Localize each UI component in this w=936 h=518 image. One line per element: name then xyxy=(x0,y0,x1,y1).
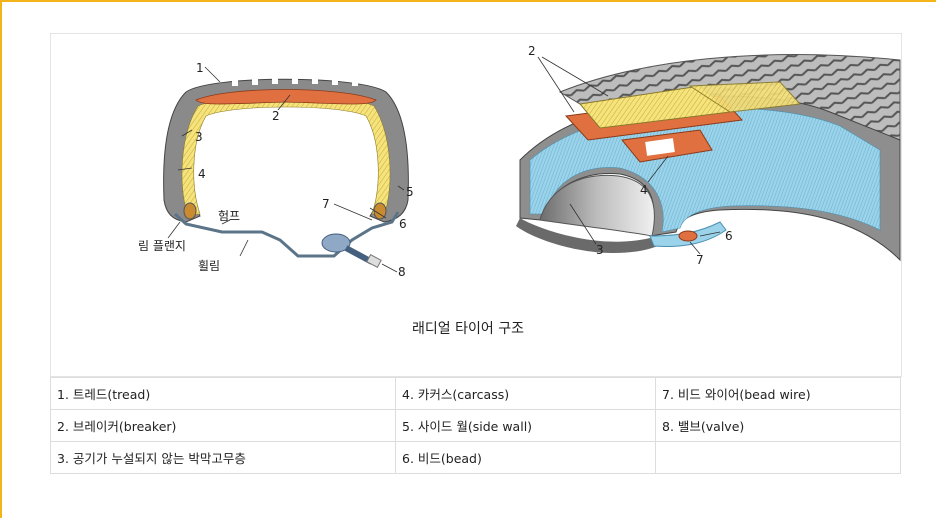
label-wheel-rim: 휠림 xyxy=(198,259,220,273)
table-row: 1. 트레드(tread) 4. 카커스(carcass) 7. 비드 와이어(… xyxy=(50,377,901,410)
legend-cell: 7. 비드 와이어(bead wire) xyxy=(655,377,901,410)
diagram-caption: 래디얼 타이어 구조 xyxy=(412,321,524,337)
tire-cutaway: 2 3 4 6 7 xyxy=(516,44,901,267)
legend-cell: 3. 공기가 누설되지 않는 박막고무층 xyxy=(50,441,396,474)
tread-grooves xyxy=(232,76,358,86)
cutaway-callout-7: 7 xyxy=(696,253,704,267)
callout-3: 3 xyxy=(195,130,203,144)
breaker-layer xyxy=(195,89,377,105)
callout-1: 1 xyxy=(196,61,204,75)
callout-4: 4 xyxy=(198,167,206,181)
valve xyxy=(321,233,382,269)
legend-cell: 6. 비드(bead) xyxy=(395,441,656,474)
wheel-rim xyxy=(173,211,400,258)
table-row: 3. 공기가 누설되지 않는 박막고무층 6. 비드(bead) xyxy=(50,441,901,474)
legend-cell: 4. 카커스(carcass) xyxy=(395,377,656,410)
callout-2: 2 xyxy=(272,109,280,123)
label-hump: 험프 xyxy=(218,209,240,223)
legend-cell: 8. 밸브(valve) xyxy=(655,409,901,442)
callout-7: 7 xyxy=(322,197,330,211)
cutaway-callout-2: 2 xyxy=(528,44,536,58)
cutaway-callout-6: 6 xyxy=(725,229,733,243)
cutaway-bead xyxy=(678,230,698,242)
legend-cell: 5. 사이드 월(side wall) xyxy=(395,409,656,442)
bead-left xyxy=(183,202,197,220)
cutaway-callout-4: 4 xyxy=(640,183,648,197)
tire-cross-section: 1 2 3 4 5 6 7 8 험프 림 플랜지 휠림 xyxy=(138,61,414,279)
legend-cell xyxy=(655,441,901,474)
legend-table: 1. 트레드(tread) 4. 카커스(carcass) 7. 비드 와이어(… xyxy=(50,377,901,474)
cutaway-inner-liner xyxy=(539,174,655,237)
table-row: 2. 브레이커(breaker) 5. 사이드 월(side wall) 8. … xyxy=(50,409,901,442)
callout-6: 6 xyxy=(399,217,407,231)
label-rim-flange: 림 플랜지 xyxy=(138,239,186,253)
legend-cell: 2. 브레이커(breaker) xyxy=(50,409,396,442)
callout-5: 5 xyxy=(406,185,414,199)
carcass-layer xyxy=(181,95,391,217)
callout-8: 8 xyxy=(398,265,406,279)
cutaway-callout-3: 3 xyxy=(596,243,604,257)
legend-cell: 1. 트레드(tread) xyxy=(50,377,396,410)
bead-right xyxy=(373,202,387,220)
